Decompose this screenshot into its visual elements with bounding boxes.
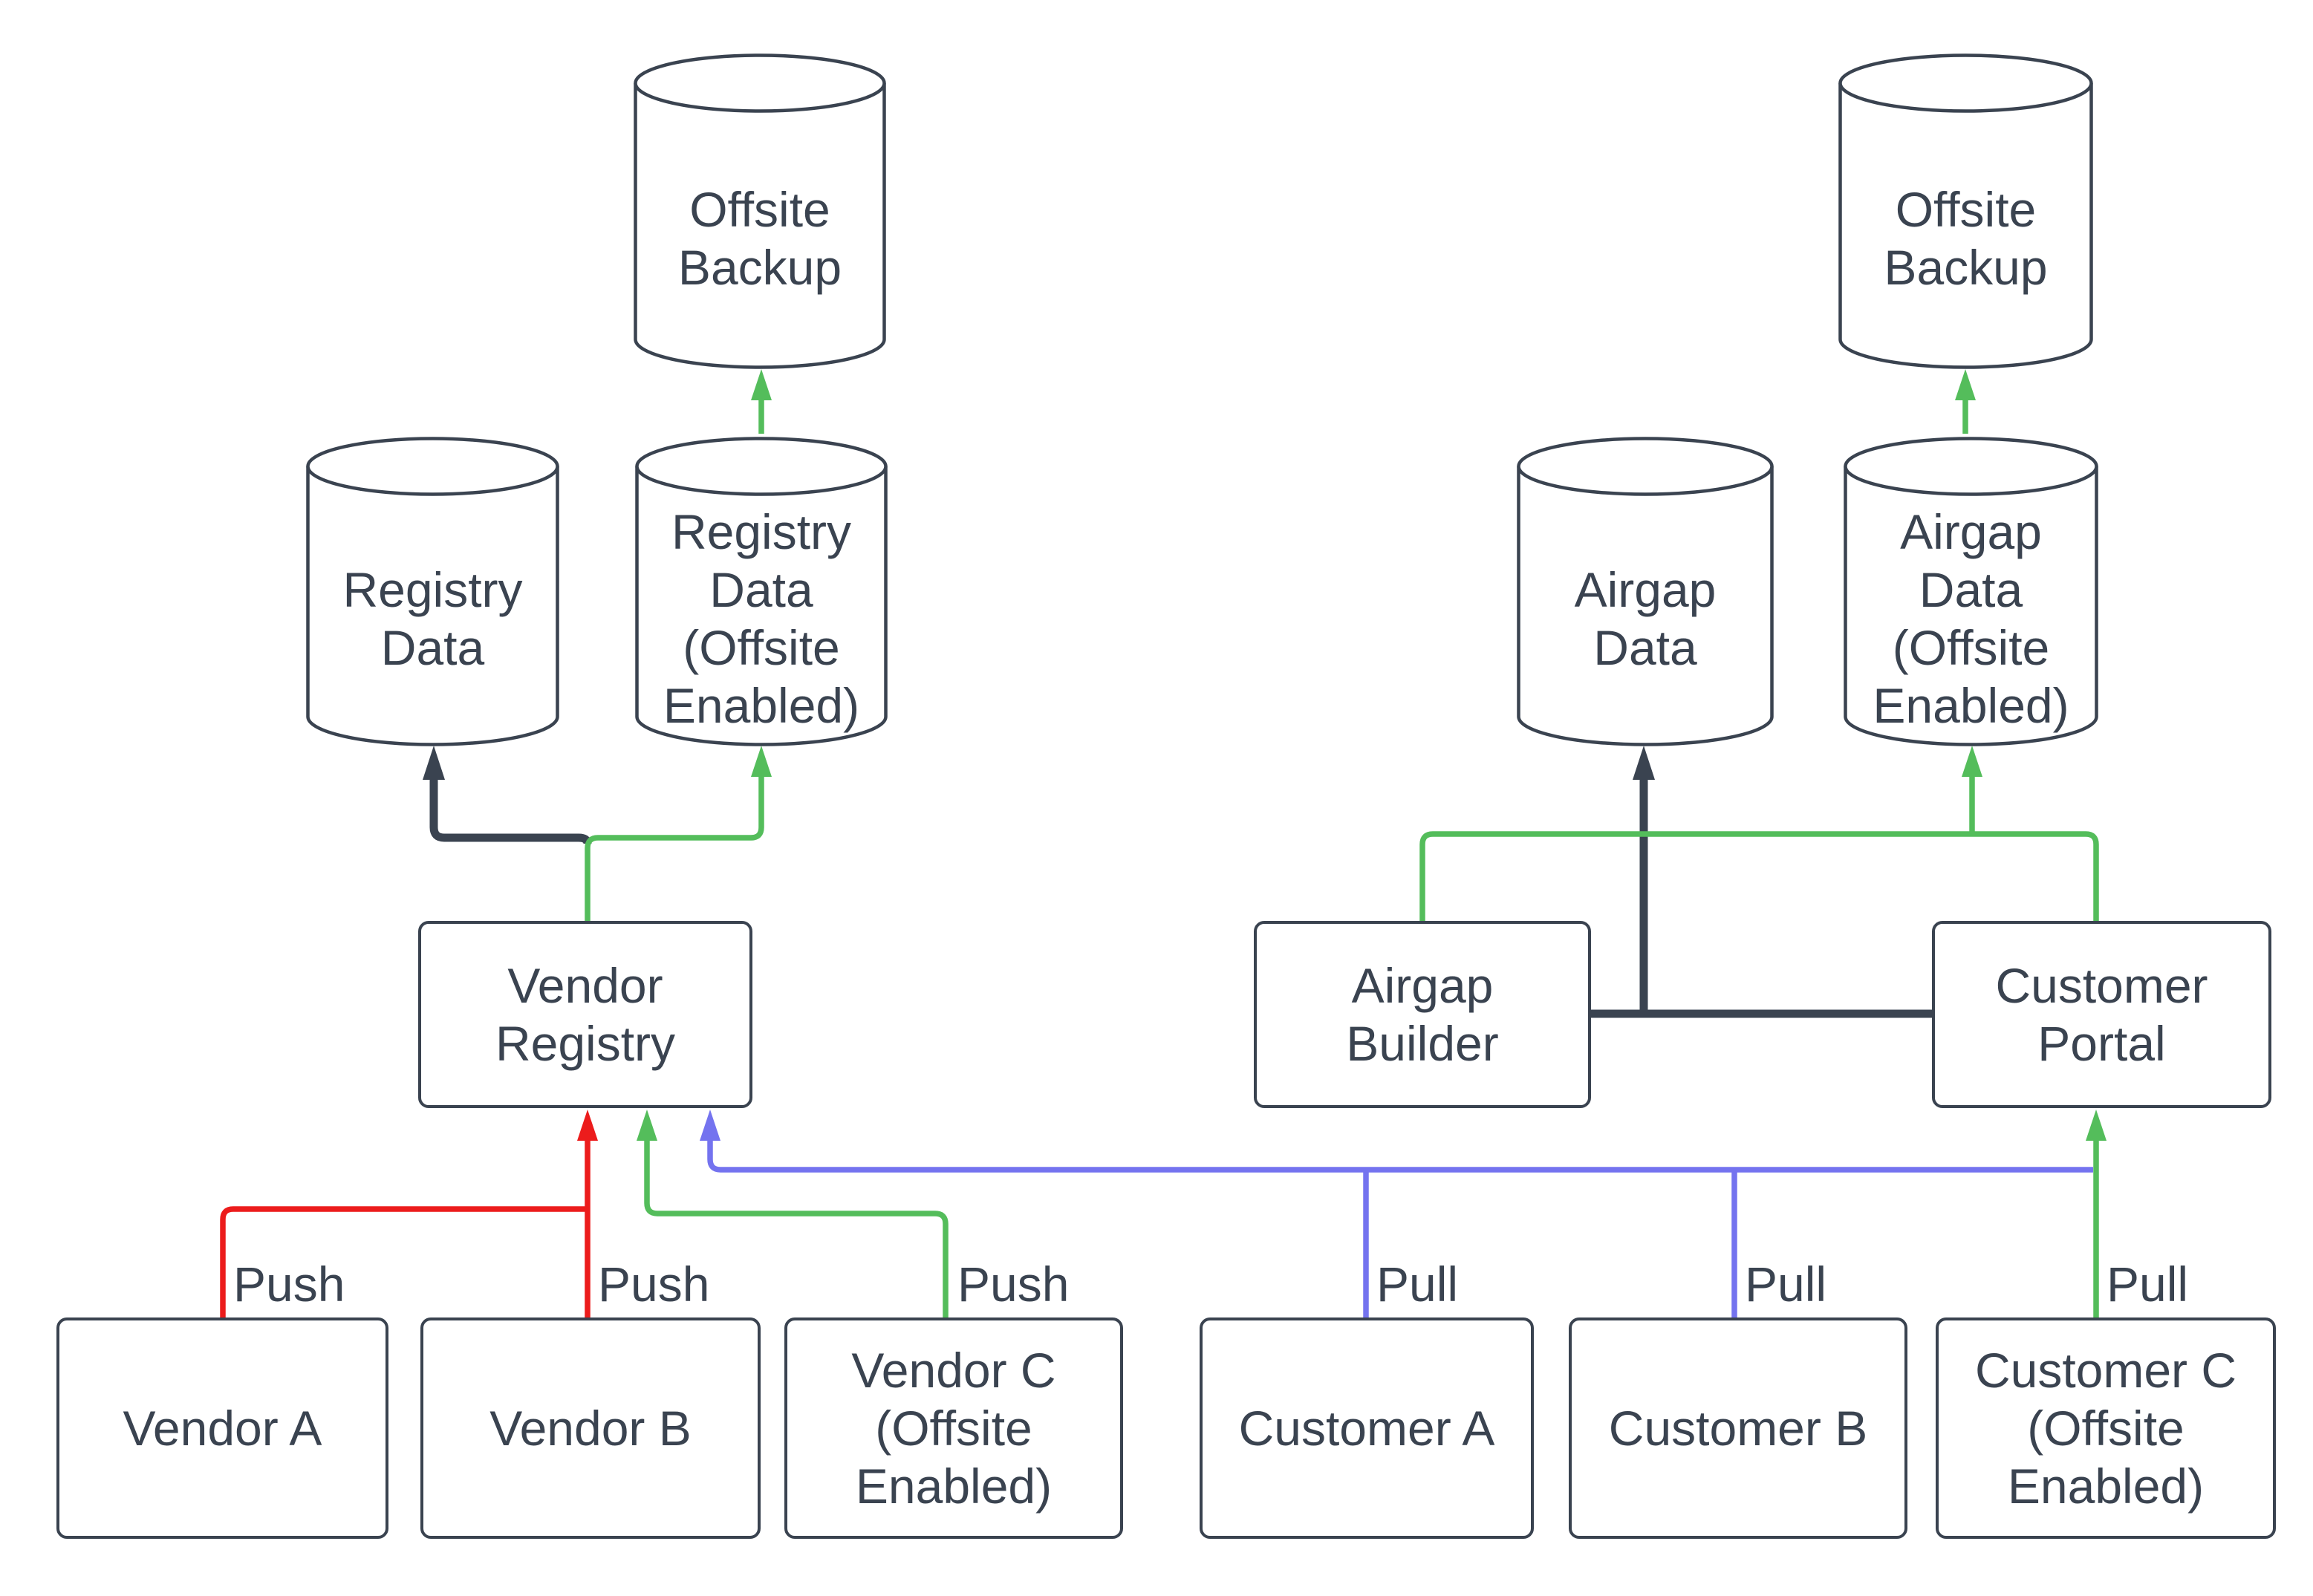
node-airgap-data-offsite: Airgap Data (Offsite Enabled) [1844, 437, 2098, 746]
node-label: Airgap Data [1574, 561, 1717, 675]
edge-vendor-registry-to-registry-data-offsite [585, 777, 764, 923]
node-label: Offsite Backup [677, 181, 842, 295]
arrowhead-airgap-data-offsite-icon [1962, 746, 1982, 777]
cylinder-shape-icon [635, 437, 888, 746]
cylinder-shape-icon [634, 53, 886, 369]
node-label: Customer Portal [1995, 958, 2208, 1071]
node-label: Airgap Builder [1346, 958, 1499, 1071]
arrowhead-customer-portal-icon [2086, 1110, 2107, 1141]
node-registry-data-offsite: Registry Data (Offsite Enabled) [635, 437, 888, 746]
node-label: Registry Data (Offsite Enabled) [663, 504, 860, 733]
cylinder-shape-icon [1517, 437, 1774, 746]
edge-vendor-registry-to-registry-data [429, 780, 592, 844]
node-offsite-backup-right: Offsite Backup [1838, 53, 2093, 369]
node-customer-b: Customer B [1569, 1317, 1907, 1539]
arrowhead-pull-registry-icon [700, 1110, 720, 1141]
arrowhead-airgap-data-icon [1633, 746, 1655, 780]
edge-label-push-vendor-b: Push [598, 1257, 710, 1312]
edge-vendor-c-push [644, 1141, 949, 1317]
node-customer-c: Customer C (Offsite Enabled) [1936, 1317, 2276, 1539]
node-label: Customer B [1608, 1401, 1868, 1456]
arrowhead-registry-data-offsite-icon [751, 746, 772, 777]
edge-label-pull-customer-b: Pull [1745, 1257, 1827, 1312]
node-label: Vendor C (Offsite Enabled) [851, 1343, 1056, 1514]
node-label: Vendor Registry [495, 958, 676, 1071]
node-vendor-a: Vendor A [56, 1317, 388, 1539]
arrowhead-offsite-backup-left-icon [751, 369, 772, 400]
edge-label-push-vendor-c: Push [957, 1257, 1070, 1312]
node-label: Airgap Data (Offsite Enabled) [1873, 504, 2069, 733]
node-label: Registry Data [342, 561, 523, 675]
node-label: Offsite Backup [1884, 181, 2048, 295]
node-customer-a: Customer A [1200, 1317, 1534, 1539]
node-label: Customer A [1238, 1401, 1495, 1456]
node-vendor-registry: Vendor Registry [418, 921, 752, 1108]
cylinder-shape-icon [306, 437, 559, 746]
node-vendor-b: Vendor B [420, 1317, 761, 1539]
arrowhead-registry-data-icon [423, 746, 445, 780]
arrowhead-vendor-push-icon [577, 1110, 598, 1141]
cylinder-shape-icon [1844, 437, 2098, 746]
edge-label-push-vendor-a: Push [233, 1257, 345, 1312]
node-label: Vendor B [489, 1401, 692, 1456]
node-vendor-c: Vendor C (Offsite Enabled) [784, 1317, 1123, 1539]
cylinder-shape-icon [1838, 53, 2093, 369]
node-label: Customer C (Offsite Enabled) [1974, 1343, 2237, 1514]
arrowhead-offsite-backup-right-icon [1955, 369, 1976, 400]
node-registry-data: Registry Data [306, 437, 559, 746]
edge-pull-to-vendor-registry [707, 1141, 2093, 1173]
arrowhead-vendor-c-push-icon [637, 1110, 657, 1141]
edge-green-builder-portal-link [1419, 831, 2099, 923]
node-airgap-data: Airgap Data [1517, 437, 1774, 746]
node-offsite-backup-left: Offsite Backup [634, 53, 886, 369]
edge-label-pull-customer-a: Pull [1376, 1257, 1459, 1312]
node-airgap-builder: Airgap Builder [1254, 921, 1591, 1108]
edge-vendor-a-push [220, 1206, 588, 1317]
edge-label-pull-customer-c: Pull [2107, 1257, 2189, 1312]
node-customer-portal: Customer Portal [1932, 921, 2271, 1108]
node-label: Vendor A [123, 1401, 322, 1456]
